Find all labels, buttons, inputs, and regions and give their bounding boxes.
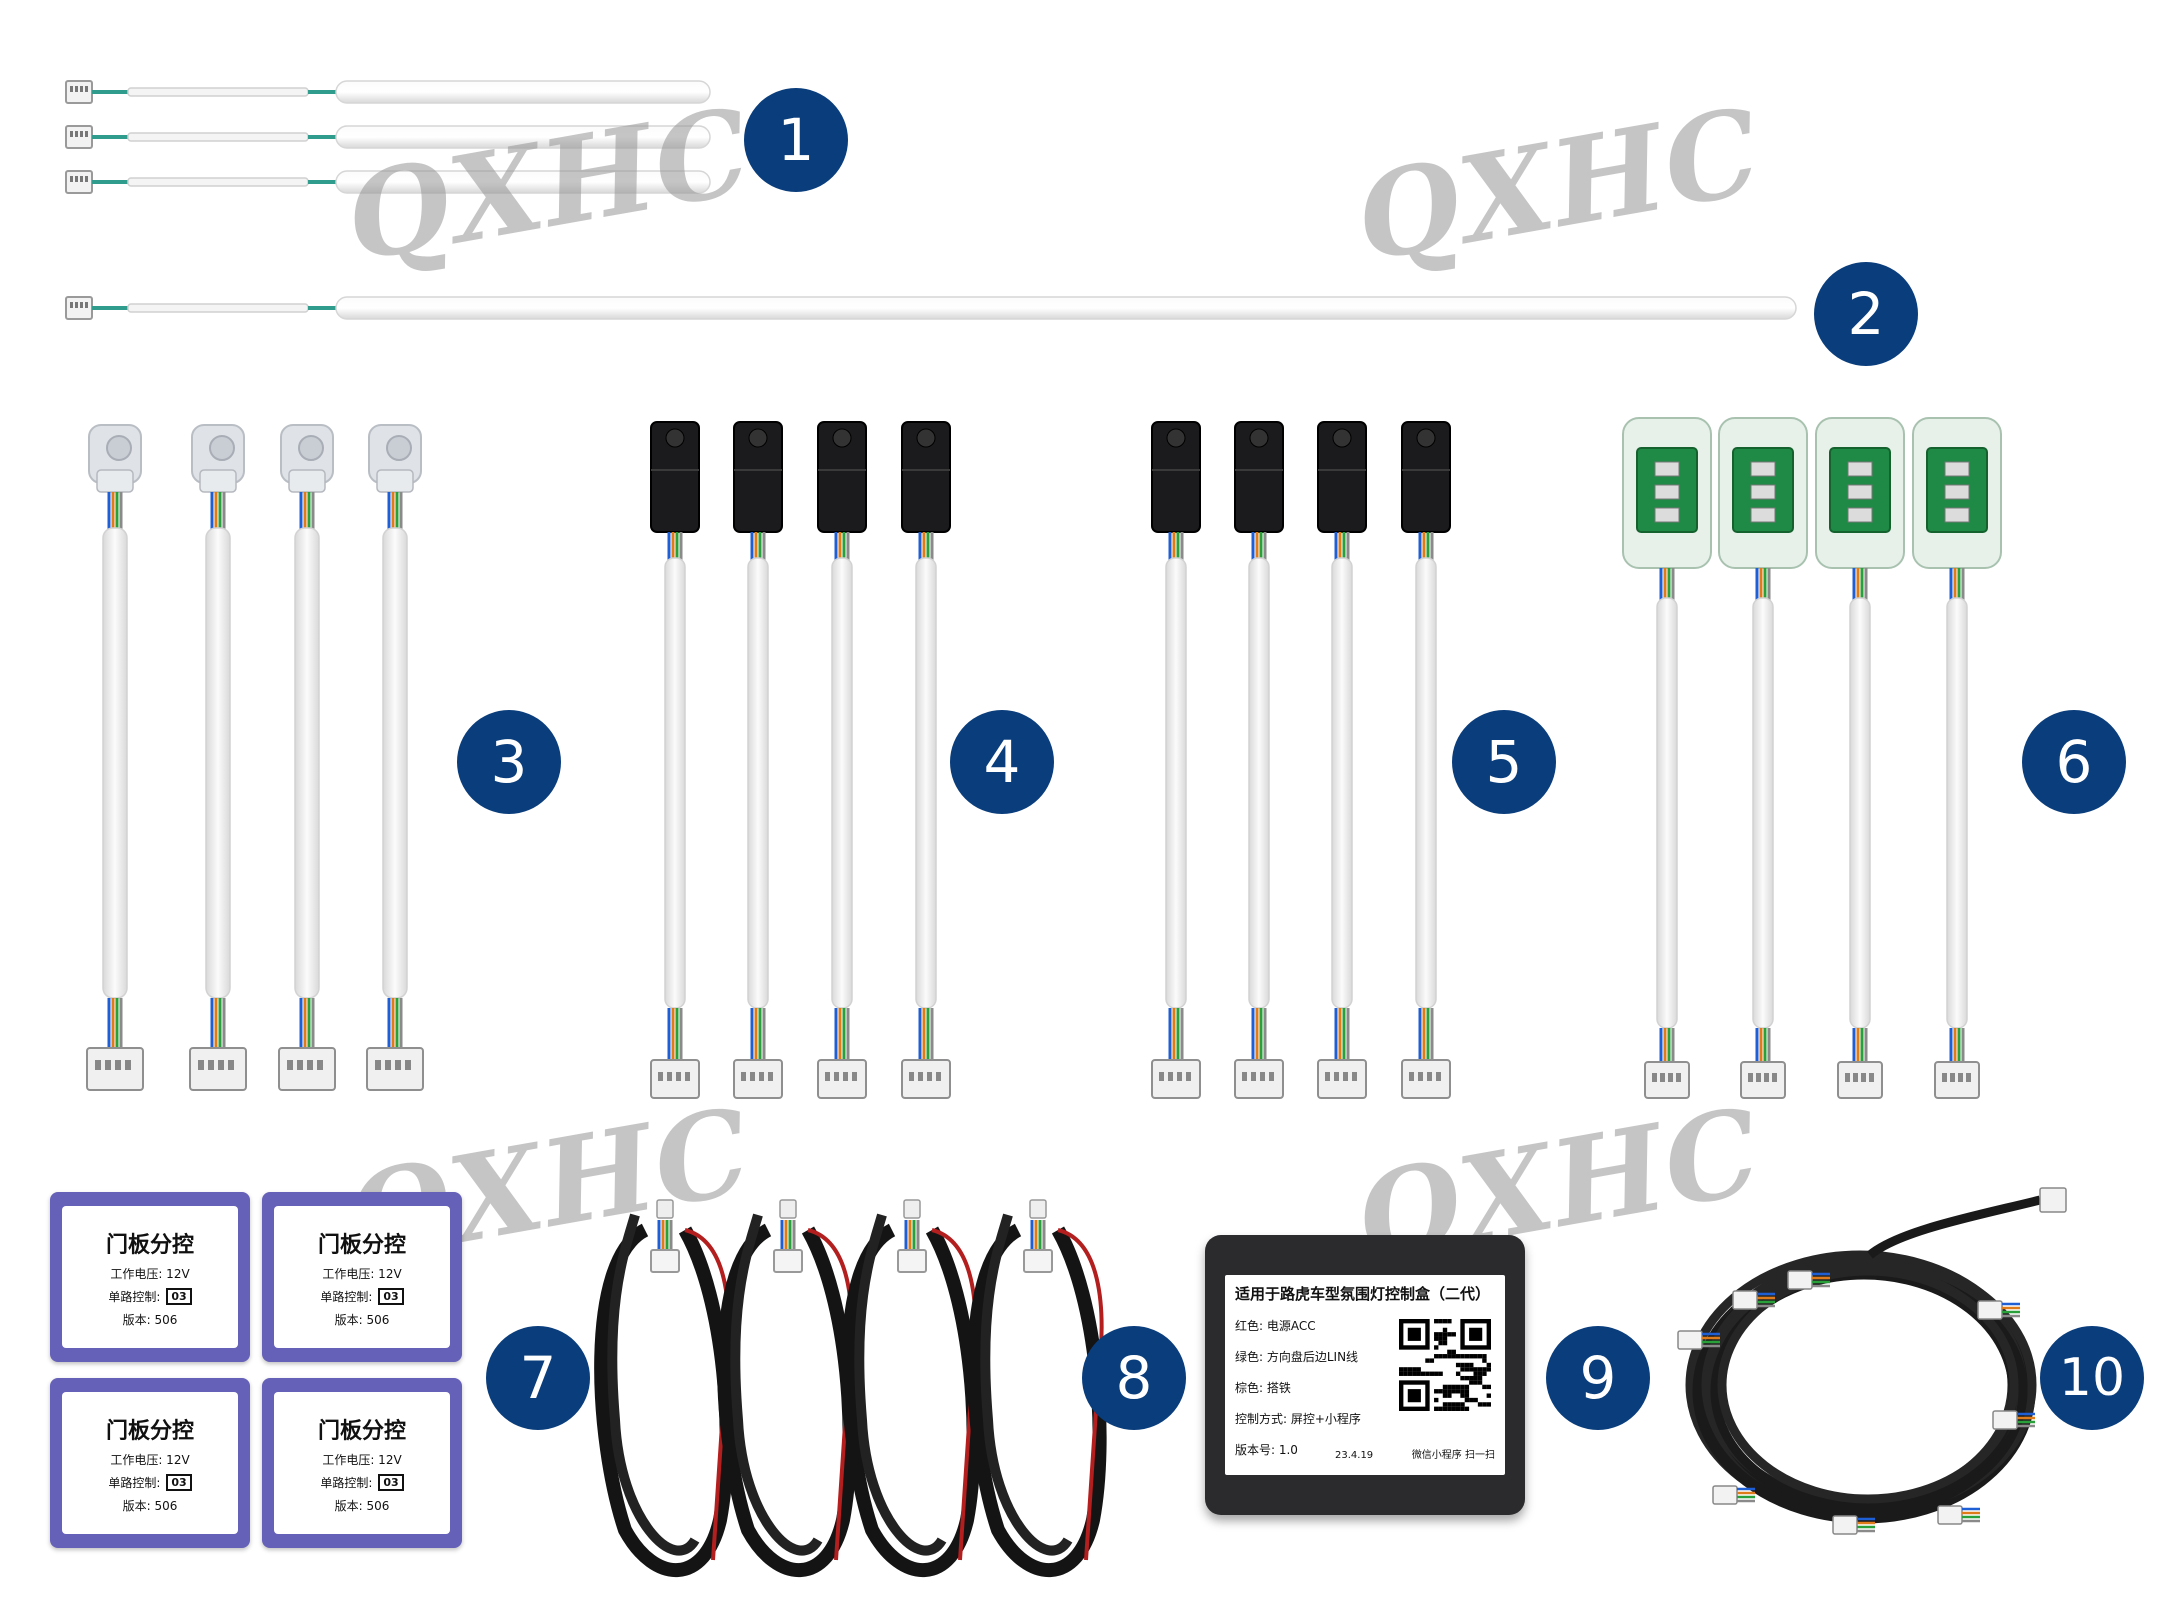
card-title: 门板分控 xyxy=(317,1418,406,1444)
connector-light xyxy=(650,421,700,1099)
braided-harnesses xyxy=(594,1199,1107,1577)
braided-harness xyxy=(841,1199,981,1577)
harness-connector xyxy=(2039,1187,2067,1213)
handle-light xyxy=(278,424,336,1091)
qr-code-icon xyxy=(1399,1319,1491,1411)
handle-light xyxy=(86,424,144,1091)
card-code: 03 xyxy=(166,1287,192,1305)
harness-coil xyxy=(1677,1187,2067,1535)
harness-connector xyxy=(1937,1505,1980,1525)
black-connector-lights xyxy=(650,421,1451,1099)
version-number: 版本号: 1.0 xyxy=(1235,1443,1298,1457)
wire-green: 绿色: 方向盘后边LIN线 xyxy=(1235,1350,1359,1364)
connector-light xyxy=(1151,421,1201,1099)
card-voltage: 工作电压: 12V xyxy=(322,1266,402,1281)
harness-connector xyxy=(1992,1410,2035,1430)
footwell-light xyxy=(1912,417,2002,1099)
card-version: 版本: 506 xyxy=(334,1312,390,1327)
item-label-4: 4 xyxy=(950,710,1054,814)
wire-red: 红色: 电源ACC xyxy=(1235,1319,1316,1333)
card-channel: 单路控制: xyxy=(320,1289,373,1304)
connector-light xyxy=(1234,421,1284,1099)
door-module-card: 门板分控 工作电压: 12V 单路控制: 03 版本: 506 xyxy=(50,1378,250,1548)
item-label-3: 3 xyxy=(457,710,561,814)
footwell-light xyxy=(1622,417,1712,1099)
handle-light xyxy=(189,424,247,1091)
control-method: 控制方式: 屏控+小程序 xyxy=(1235,1412,1361,1426)
card-channel: 单路控制: xyxy=(320,1475,373,1490)
connector-light xyxy=(1317,421,1367,1099)
footwell-light xyxy=(1718,417,1808,1099)
door-module-card: 门板分控 工作电压: 12V 单路控制: 03 版本: 506 xyxy=(262,1378,462,1548)
control-box-label: 适用于路虎车型氛围灯控制盒（二代） 红色: 电源ACC 绿色: 方向盘后边LIN… xyxy=(1225,1275,1505,1475)
card-code: 03 xyxy=(378,1287,404,1305)
item-label-7: 7 xyxy=(486,1326,590,1430)
handle-light xyxy=(366,424,424,1091)
card-code: 03 xyxy=(378,1473,404,1491)
footwell-light xyxy=(1815,417,1905,1099)
light-strip xyxy=(65,170,711,194)
card-channel: 单路控制: xyxy=(108,1289,161,1304)
braided-harness xyxy=(594,1199,734,1577)
item-label-5: 5 xyxy=(1452,710,1556,814)
card-title: 门板分控 xyxy=(317,1232,406,1258)
door-module-card: 门板分控 工作电压: 12V 单路控制: 03 版本: 506 xyxy=(262,1192,462,1362)
connector-light xyxy=(901,421,951,1099)
card-version: 版本: 506 xyxy=(334,1498,390,1513)
item-label-10: 10 xyxy=(2040,1326,2144,1430)
braided-harness xyxy=(717,1199,857,1577)
item-label-2: 2 xyxy=(1814,262,1918,366)
card-version: 版本: 506 xyxy=(122,1498,178,1513)
connector-light xyxy=(817,421,867,1099)
item-label-8: 8 xyxy=(1082,1326,1186,1430)
control-box: 适用于路虎车型氛围灯控制盒（二代） 红色: 电源ACC 绿色: 方向盘后边LIN… xyxy=(1205,1235,1525,1515)
handle-lights xyxy=(86,424,424,1091)
harness-connector xyxy=(1977,1300,2020,1320)
card-title: 门板分控 xyxy=(105,1418,194,1444)
card-version: 版本: 506 xyxy=(122,1312,178,1327)
card-code: 03 xyxy=(166,1473,192,1491)
connector-light xyxy=(1401,421,1451,1099)
strip-cables xyxy=(65,80,1797,320)
footwell-lights xyxy=(1622,417,2002,1099)
wire-brown: 棕色: 搭铁 xyxy=(1235,1381,1291,1395)
light-strip xyxy=(65,296,1797,320)
control-box-title: 适用于路虎车型氛围灯控制盒（二代） xyxy=(1235,1285,1491,1303)
item-label-9: 9 xyxy=(1546,1326,1650,1430)
light-strip xyxy=(65,80,711,104)
card-voltage: 工作电压: 12V xyxy=(110,1266,190,1281)
card-channel: 单路控制: xyxy=(108,1475,161,1490)
light-strip xyxy=(65,125,711,149)
door-module-card: 门板分控 工作电压: 12V 单路控制: 03 版本: 506 xyxy=(50,1192,250,1362)
harness-connector xyxy=(1732,1290,1775,1310)
harness-connector xyxy=(1787,1270,1830,1290)
control-box-scan: 微信小程序 扫一扫 xyxy=(1411,1450,1495,1461)
connector-light xyxy=(733,421,783,1099)
card-title: 门板分控 xyxy=(105,1232,194,1258)
harness-connector xyxy=(1712,1485,1755,1505)
item-label-6: 6 xyxy=(2022,710,2126,814)
control-box-date: 23.4.19 xyxy=(1335,1450,1374,1461)
item-label-1: 1 xyxy=(744,88,848,192)
harness-connector xyxy=(1677,1330,1720,1350)
card-voltage: 工作电压: 12V xyxy=(110,1452,190,1467)
card-voltage: 工作电压: 12V xyxy=(322,1452,402,1467)
main-harness-coil xyxy=(1677,1187,2067,1535)
harness-connector xyxy=(1832,1515,1875,1535)
